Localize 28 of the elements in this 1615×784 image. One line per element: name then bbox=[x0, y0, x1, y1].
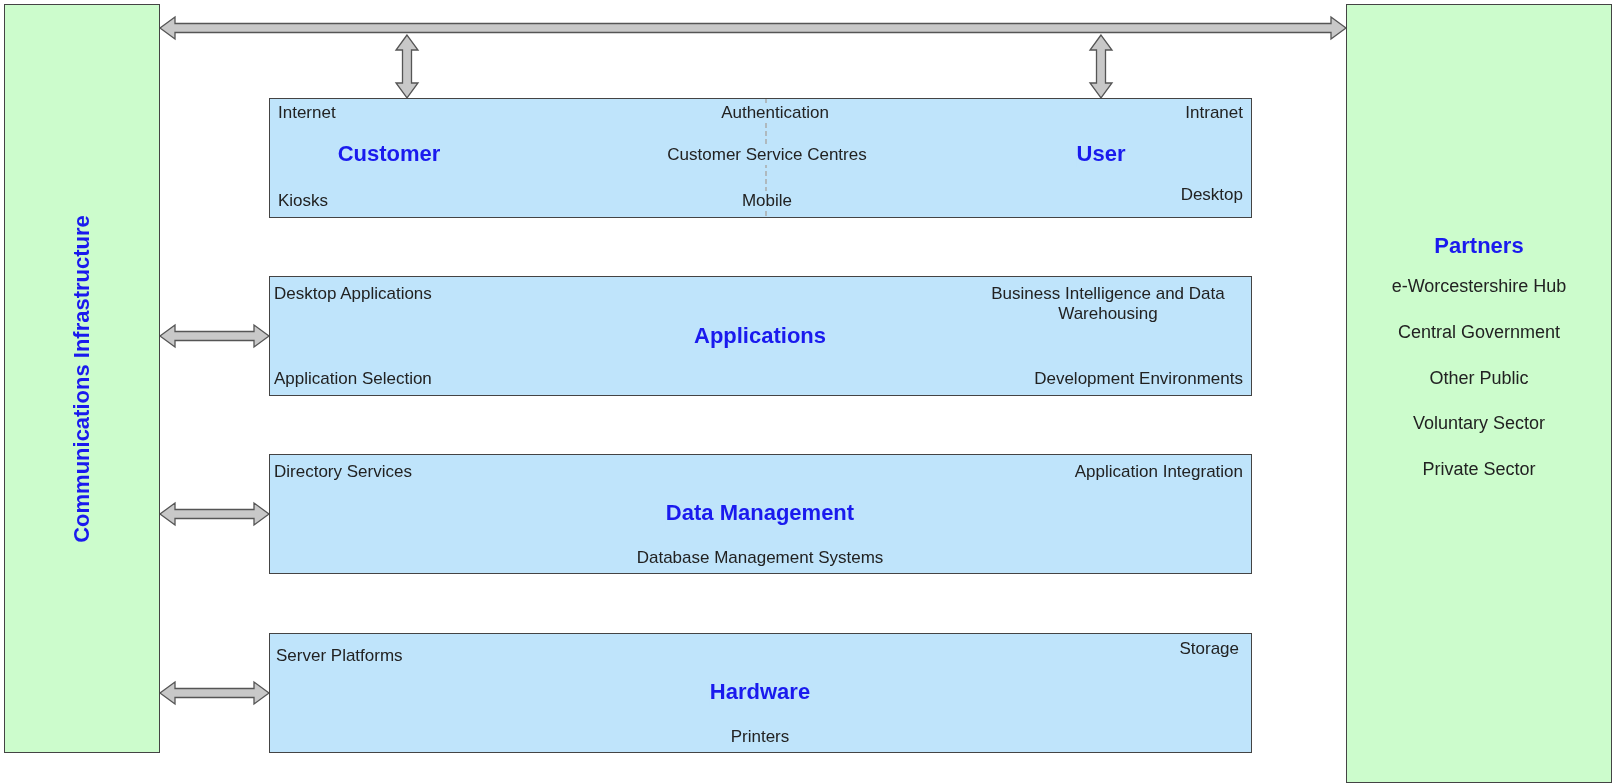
partner-label: Central Government bbox=[1397, 322, 1561, 343]
infrastructure-panel bbox=[4, 4, 160, 753]
channel-label: Customer Service Centres bbox=[667, 145, 867, 166]
layer-box bbox=[269, 454, 1252, 574]
component-label: Application Integration bbox=[1074, 462, 1243, 483]
panel-title: Partners bbox=[1434, 233, 1524, 259]
channel-label: Desktop bbox=[1180, 185, 1243, 206]
double-arrow bbox=[158, 501, 271, 527]
component-label: Desktop Applications bbox=[274, 284, 432, 305]
component-label: Application Selection bbox=[274, 369, 432, 390]
layer-box bbox=[269, 633, 1252, 753]
component-label: Directory Services bbox=[274, 462, 412, 483]
partner-label: Private Sector bbox=[1422, 459, 1536, 480]
double-arrow bbox=[158, 15, 1348, 41]
component-label: Development Environments bbox=[1034, 369, 1243, 390]
layer-box bbox=[269, 276, 1252, 396]
double-arrow bbox=[158, 680, 271, 706]
partner-label: e-Worcestershire Hub bbox=[1390, 276, 1568, 297]
double-arrow bbox=[158, 323, 271, 349]
component-label: Storage bbox=[1179, 639, 1239, 660]
double-arrow bbox=[394, 33, 420, 100]
layer-box bbox=[269, 98, 1252, 218]
component-label: Database Management Systems bbox=[636, 548, 884, 569]
partner-label: Other Public bbox=[1429, 367, 1529, 389]
partner-label: Voluntary Sector bbox=[1412, 413, 1546, 435]
panel-title: Communications Infrastructure bbox=[69, 214, 95, 543]
partners-panel bbox=[1346, 4, 1612, 783]
double-arrow bbox=[1088, 33, 1114, 100]
